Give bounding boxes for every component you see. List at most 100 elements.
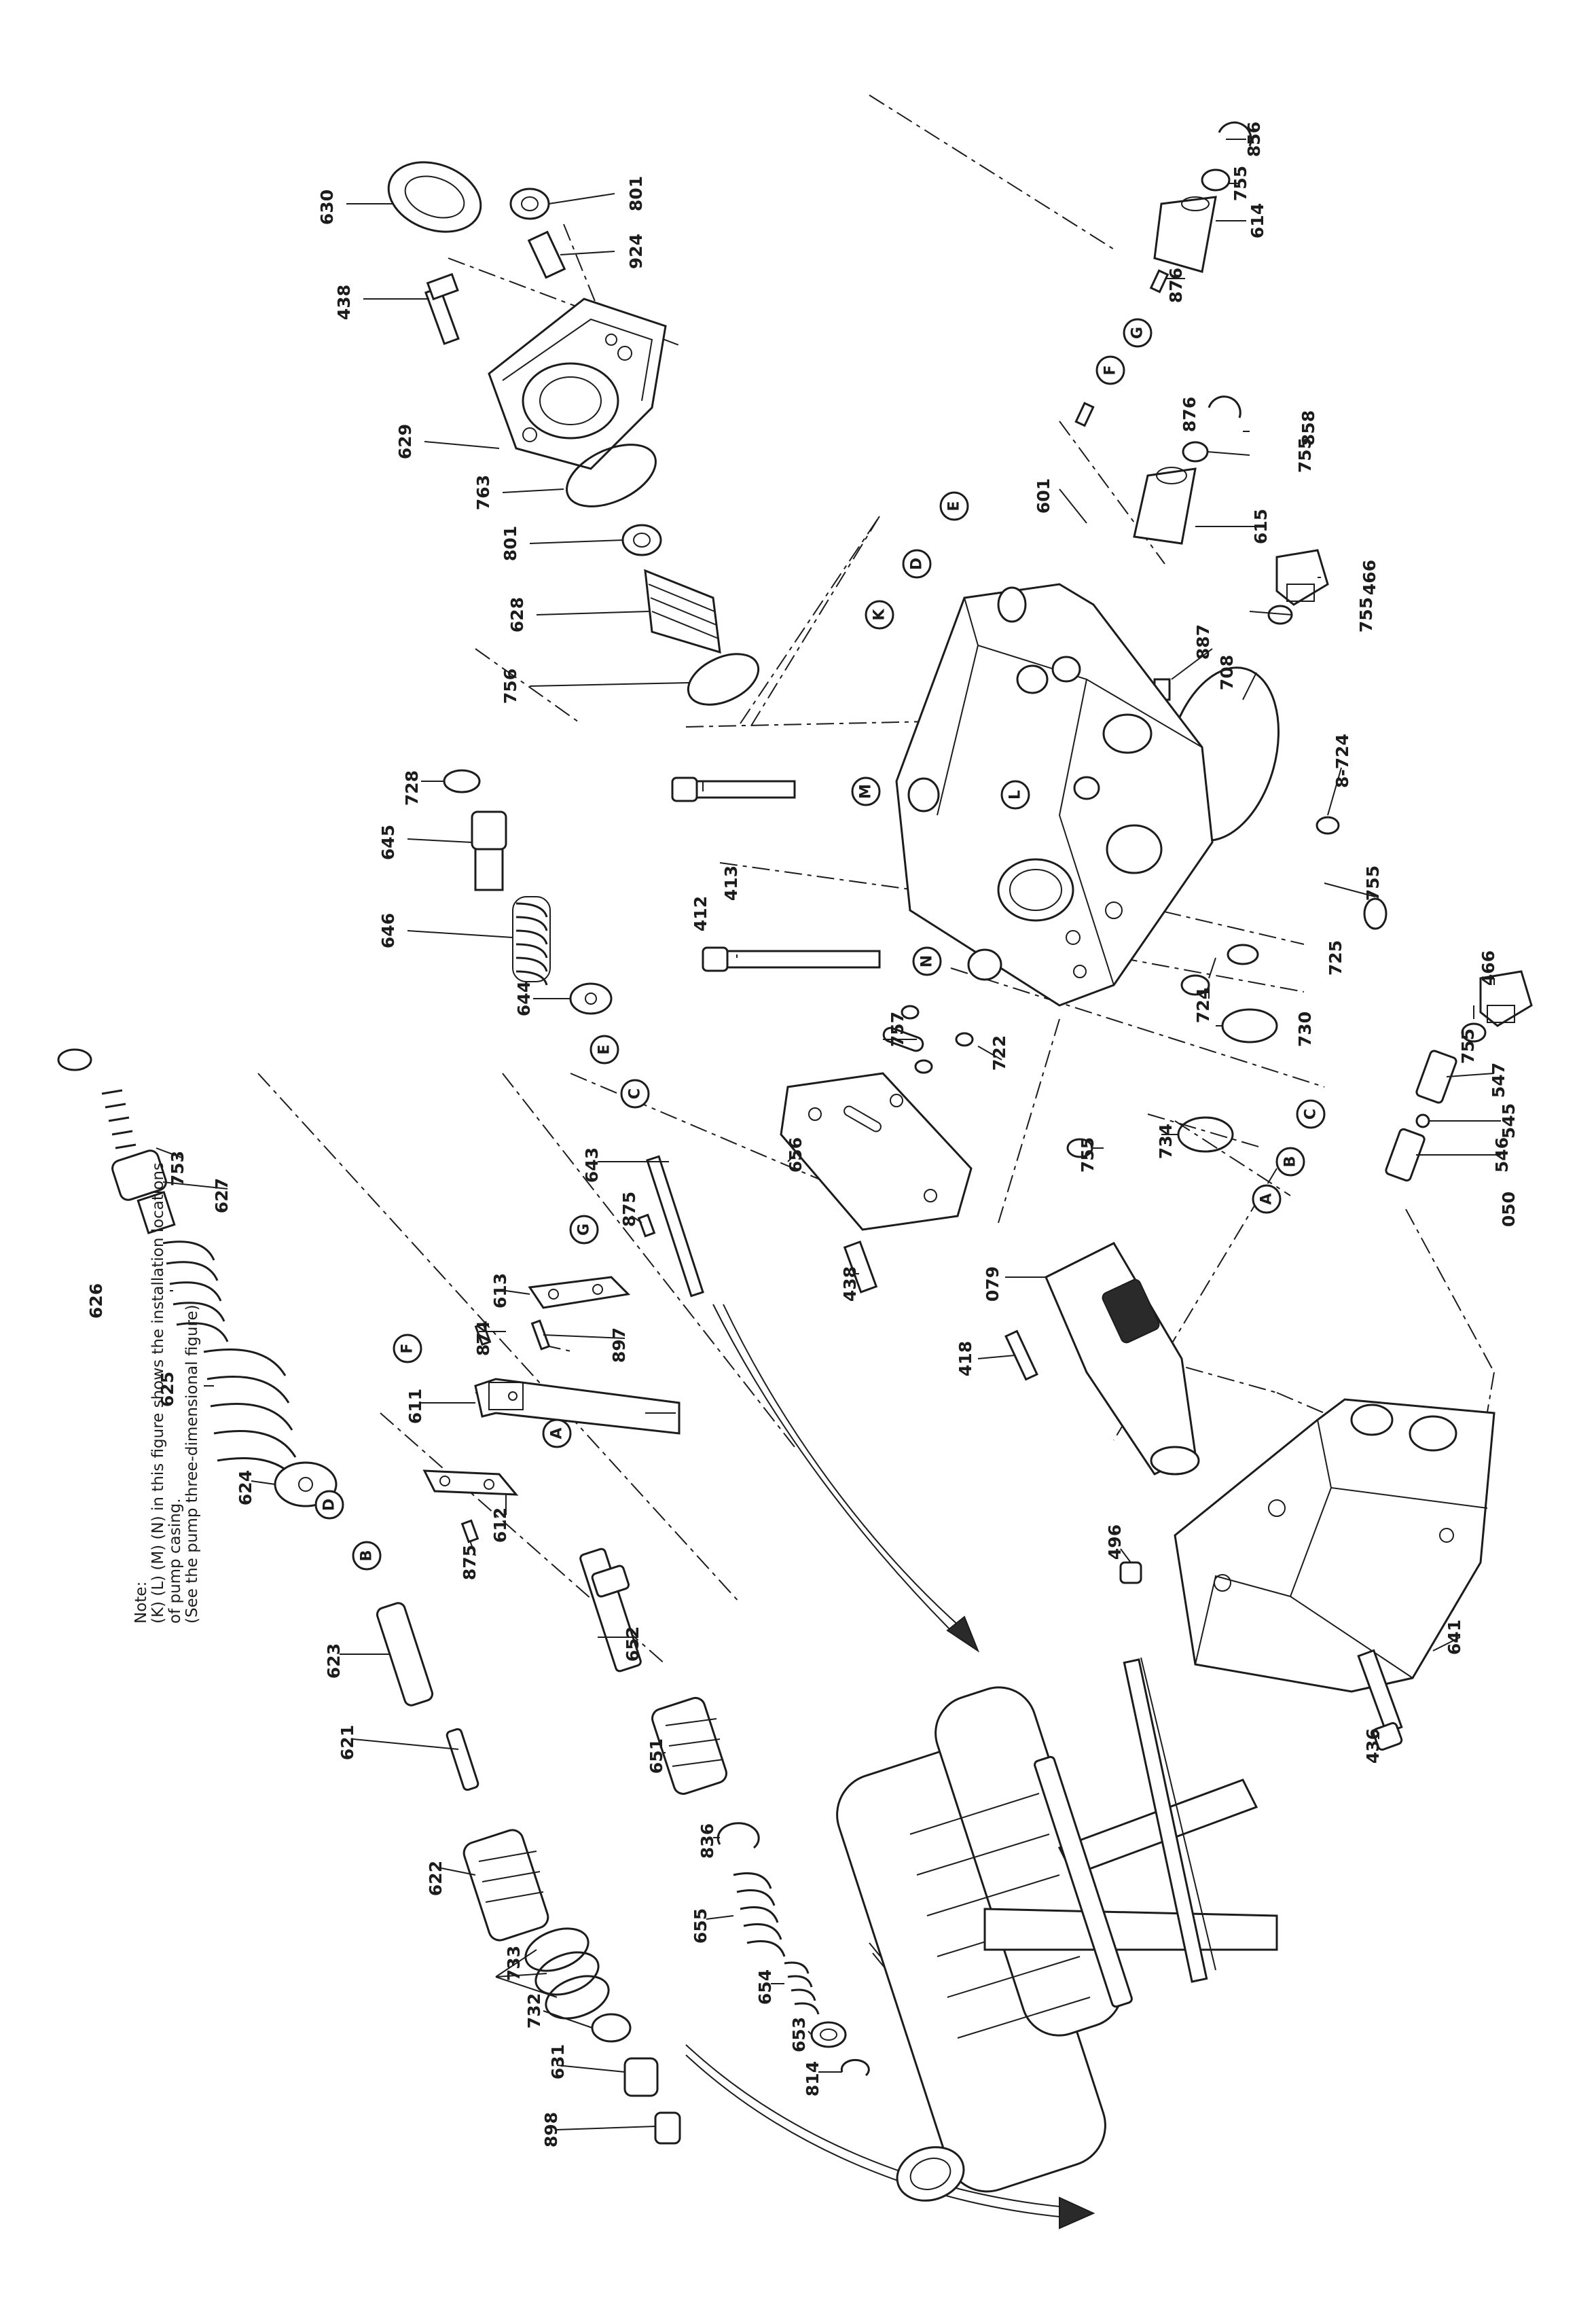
note-line-2: (K) (L) (M) (N) in this figure shows the…: [149, 1162, 167, 1624]
part-label-22: 8-724: [1332, 734, 1352, 788]
part-label-52: 875: [460, 1545, 479, 1580]
part-652-spool: [579, 1548, 642, 1673]
part-645-piston: [471, 810, 507, 891]
part-656-plate: [780, 1072, 973, 1231]
note-line-1: Note:: [132, 1582, 150, 1624]
part-label-50: 611: [405, 1389, 425, 1424]
part-label-3: 438: [334, 285, 354, 320]
part-label-66: 651: [647, 1738, 666, 1774]
part-629-cover: [488, 298, 667, 470]
part-label-35: 547: [1489, 1062, 1508, 1098]
part-801-nut-2: [621, 524, 662, 556]
part-label-38: 050: [1499, 1192, 1519, 1227]
location-bubble-8: [590, 1035, 619, 1065]
part-615-plug: [1133, 467, 1197, 545]
part-label-49: 897: [609, 1327, 629, 1363]
part-438-bolt: [424, 272, 460, 345]
part-label-61: 733: [504, 1946, 524, 1981]
part-875-pin-2: [460, 1519, 479, 1543]
part-label-31: 656: [786, 1137, 805, 1173]
part-label-60: 622: [426, 1861, 446, 1896]
part-874-pin: [474, 1322, 492, 1346]
part-875-pin: [637, 1213, 656, 1238]
part-643-rod: [646, 1155, 704, 1298]
part-625-spring: [203, 1348, 300, 1485]
part-label-75: 641: [1445, 1620, 1464, 1655]
part-626-spring: [162, 1240, 229, 1342]
part-613-plate: [528, 1276, 631, 1309]
location-bubble-13: [1275, 1147, 1305, 1177]
part-654-spring: [784, 1961, 820, 2015]
part-label-18: 466: [1360, 560, 1379, 595]
part-label-55: 626: [86, 1283, 106, 1319]
part-label-54: 627: [212, 1178, 232, 1213]
part-label-40: 645: [378, 825, 398, 860]
part-label-53: 753: [168, 1151, 187, 1186]
note-line-4: (See the pump three-dimensional figure): [183, 1304, 201, 1624]
part-label-32: 438: [840, 1266, 860, 1302]
part-label-11: 614: [1248, 203, 1267, 238]
note-block: Note: (K) (L) (M) (N) in this figure sho…: [132, 1162, 201, 1624]
part-label-17: 601: [1034, 478, 1053, 514]
part-label-26: 730: [1295, 1012, 1315, 1047]
location-bubble-6: [1095, 355, 1125, 385]
location-letter-0: E: [946, 501, 963, 511]
part-436-bolt: [1357, 1649, 1403, 1751]
location-letter-16: B: [359, 1550, 376, 1562]
part-label-2: 924: [626, 234, 646, 269]
part-612-plate: [422, 1469, 519, 1496]
part-label-9: 856: [1244, 122, 1264, 157]
part-label-45: 643: [582, 1147, 602, 1183]
part-label-34: 755: [1458, 1029, 1478, 1064]
part-601-pump-casing: [895, 583, 1214, 1007]
part-label-57: 624: [236, 1470, 255, 1505]
part-label-41: 646: [378, 913, 398, 948]
part-label-69: 654: [755, 1969, 775, 2005]
part-858-snapring: [1208, 395, 1241, 418]
part-label-29: 755: [1078, 1137, 1098, 1173]
part-label-58: 623: [324, 1643, 344, 1679]
part-label-43: 412: [691, 896, 710, 931]
part-756-oring: [687, 653, 760, 706]
part-label-63: 631: [548, 2044, 568, 2079]
leader-lines: [156, 139, 1501, 2130]
part-546-seat: [1385, 1128, 1426, 1182]
location-bubble-2: [865, 600, 894, 630]
part-label-4: 629: [395, 424, 415, 459]
part-466-plug: [1275, 549, 1329, 606]
part-653-seat: [810, 2021, 847, 2048]
part-757-oring: [882, 1026, 924, 1052]
part-label-67: 836: [697, 1823, 717, 1859]
part-8-724-oring: [1316, 816, 1340, 835]
part-label-70: 653: [789, 2017, 809, 2052]
part-label-19: 755: [1356, 597, 1376, 632]
part-733-orings: [524, 1927, 610, 2020]
part-label-33: 466: [1479, 950, 1498, 986]
part-label-10: 755: [1231, 166, 1250, 201]
location-bubble-11: [393, 1334, 422, 1363]
part-438-bolt-2: [843, 1240, 878, 1293]
part-label-0: 630: [317, 190, 337, 225]
location-letter-4: M: [858, 784, 875, 799]
location-letter-13: B: [1282, 1156, 1299, 1168]
part-label-65: 652: [623, 1626, 642, 1662]
part-label-15: 755: [1295, 437, 1315, 473]
location-bubble-17: [1296, 1099, 1326, 1129]
part-836-snapring: [717, 1822, 760, 1849]
part-655-spring: [733, 1872, 786, 1957]
part-466-plug-2: [1479, 970, 1533, 1027]
part-621-pin: [446, 1728, 479, 1791]
part-label-37: 546: [1492, 1137, 1512, 1173]
part-897-pin: [530, 1319, 551, 1351]
part-755-oring-4: [1363, 897, 1388, 930]
part-646-spring: [512, 896, 551, 986]
part-755-oring-6: [1461, 1022, 1487, 1043]
location-letter-3: L: [1007, 790, 1024, 800]
part-label-12: 876: [1166, 268, 1186, 303]
location-letter-17: C: [1303, 1109, 1320, 1120]
part-814-snapring: [840, 2058, 870, 2077]
part-730-oring: [1221, 1008, 1278, 1043]
part-label-21: 708: [1217, 655, 1237, 690]
